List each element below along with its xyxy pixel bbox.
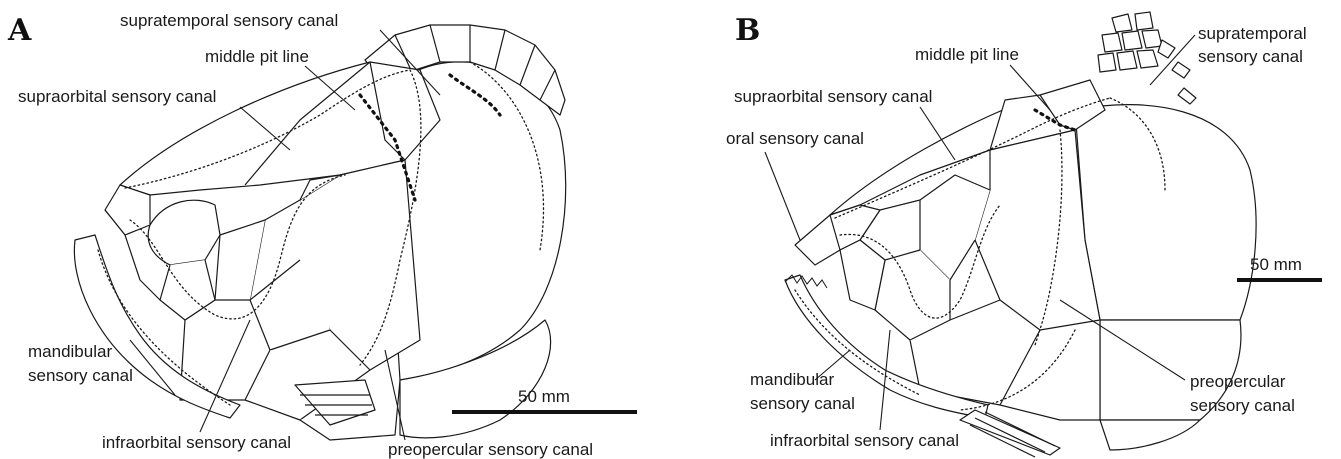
panel-b: B <box>726 12 1322 457</box>
panel-a-letter: A <box>7 13 32 48</box>
panel-a-scale-label: 50 mm <box>518 387 570 406</box>
label-a-infraorbital-canal: infraorbital sensory canal <box>102 433 291 452</box>
panel-b-scale-label: 50 mm <box>1250 255 1302 274</box>
label-b-middle-pit-line: middle pit line <box>915 45 1019 64</box>
label-a-supraorbital-canal: supraorbital sensory canal <box>18 87 216 106</box>
label-b-mandibular-line1: mandibular <box>750 370 834 389</box>
panel-a: A <box>7 11 637 459</box>
label-b-mandibular-line2: sensory canal <box>750 394 855 413</box>
panel-b-letter: B <box>735 13 760 48</box>
label-b-supratemporal-line1: supratemporal <box>1198 24 1307 43</box>
label-a-mandibular-line2: sensory canal <box>28 366 133 385</box>
label-a-middle-pit-line: middle pit line <box>205 47 309 66</box>
label-b-supratemporal-line2: sensory canal <box>1198 47 1303 66</box>
label-b-infraorbital-canal: infraorbital sensory canal <box>770 431 959 450</box>
panel-b-skull-drawing <box>785 12 1256 457</box>
label-b-preopercular-line2: sensory canal <box>1190 396 1295 415</box>
label-b-supraorbital-canal: supraorbital sensory canal <box>734 87 932 106</box>
label-b-oral-canal: oral sensory canal <box>726 129 864 148</box>
label-a-supratemporal-canal: supratemporal sensory canal <box>120 11 338 30</box>
label-a-preopercular-canal: preopercular sensory canal <box>388 440 593 459</box>
label-b-preopercular-line1: preopercular <box>1190 372 1286 391</box>
label-a-mandibular-line1: mandibular <box>28 342 112 361</box>
